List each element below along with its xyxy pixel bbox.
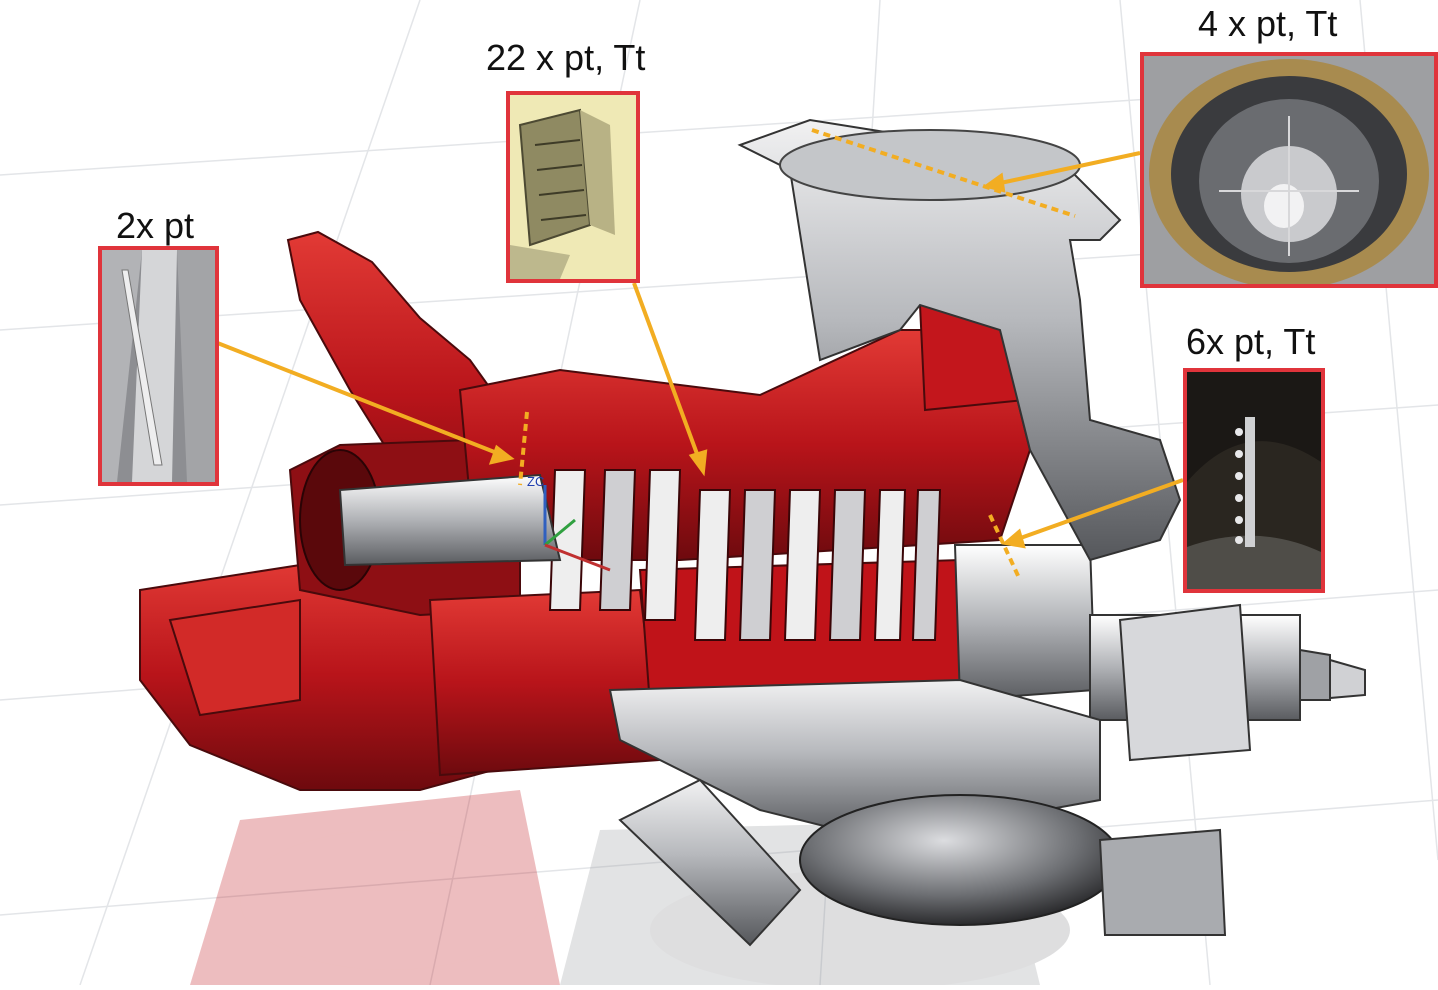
callout-label-exit-rake: 6x pt, Tt bbox=[1186, 321, 1316, 362]
stage-probe-rake-image bbox=[510, 95, 636, 279]
arrowhead-exit-rake bbox=[1001, 528, 1026, 549]
exit-rake-probe-image bbox=[1187, 372, 1321, 589]
inlet-vane-probe-image bbox=[102, 250, 215, 482]
inset-photo-exit-rake bbox=[1183, 368, 1325, 593]
outlet-volute-casing bbox=[608, 118, 1252, 947]
leader-line-outlet-flange bbox=[995, 151, 1141, 186]
leader-lines bbox=[214, 151, 1184, 549]
callout-label-outlet-flange: 4 x pt, Tt bbox=[1198, 3, 1338, 44]
outlet-flange-image bbox=[1144, 56, 1434, 284]
leader-line-inlet bbox=[214, 340, 503, 457]
arrowhead-stage-probe bbox=[688, 449, 708, 477]
coordinate-axis-marker: ZC bbox=[527, 474, 611, 572]
outlet-plane-marker bbox=[811, 128, 1076, 218]
rotor-blade-stages bbox=[548, 469, 942, 641]
callout-label-stage-probe: 22 x pt, Tt bbox=[486, 37, 646, 78]
leader-line-stage-probe bbox=[632, 282, 702, 463]
leader-line-exit-rake bbox=[1014, 478, 1184, 542]
inset-photo-inlet-probe bbox=[98, 246, 219, 486]
axis-marker-label: ZC bbox=[527, 474, 544, 489]
arrowhead-outlet-flange bbox=[982, 172, 1006, 193]
measurement-plane-markers bbox=[518, 128, 1076, 581]
inlet-plane-marker bbox=[518, 411, 529, 486]
inset-photo-outlet-flange bbox=[1140, 52, 1438, 288]
callout-label-inlet: 2x pt bbox=[116, 205, 195, 246]
arrowhead-inlet bbox=[488, 444, 515, 465]
inset-photo-stage-probe bbox=[506, 91, 640, 283]
